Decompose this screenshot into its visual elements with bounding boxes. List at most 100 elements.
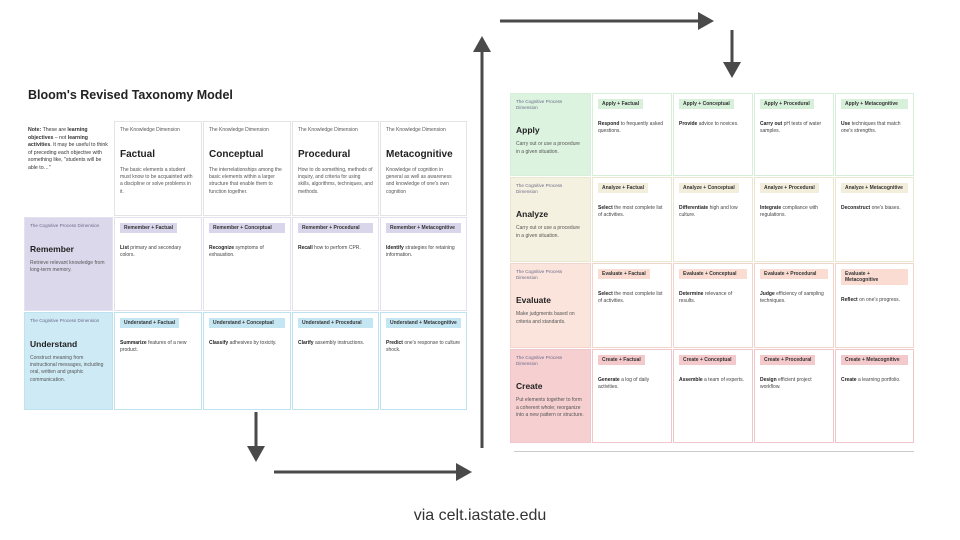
objective-tag: Analyze + Metacognitive	[841, 183, 908, 193]
cognitive-description: Carry out or use a procedure in a given …	[516, 225, 580, 239]
objective-rest: techniques that match one's strengths.	[841, 121, 901, 135]
objective-verb: Provide	[679, 121, 698, 127]
objective-rest: the most complete list of activities.	[598, 291, 663, 305]
objective-verb: Select	[598, 205, 613, 211]
objective-rest: to frequently asked questions.	[598, 121, 664, 135]
objective-tag: Create + Factual	[598, 355, 645, 365]
knowledge-title: Procedural	[298, 149, 351, 161]
objective-tag: Remember + Factual	[120, 223, 178, 233]
objective-tag: Evaluate + Metacognitive	[841, 269, 908, 285]
note-fragment: These are	[41, 127, 68, 133]
objective-rest: strategies for retaining information.	[386, 245, 455, 259]
objective-verb: Design	[760, 377, 777, 383]
arrow-down-left-head	[247, 446, 265, 462]
objective-verb: List	[120, 245, 129, 251]
objective-verb: Carry out	[760, 121, 783, 127]
objective-example: Judge efficiency of sampling techniques.	[760, 291, 828, 306]
objective-rest: compliance with regulations.	[760, 205, 819, 219]
objective-tag: Apply + Factual	[598, 99, 644, 109]
objective-example: Create a learning portfolio.	[841, 377, 908, 384]
objective-verb: Integrate	[760, 205, 782, 211]
objective-tag: Remember + Conceptual	[209, 223, 285, 233]
objective-rest: relevance of results.	[679, 291, 733, 305]
objective-verb: Predict	[386, 340, 403, 346]
knowledge-dimension-label: The Knowledge Dimension	[209, 127, 269, 133]
objective-tag: Create + Procedural	[760, 355, 816, 365]
objective-rest: high and low culture.	[679, 205, 738, 219]
arrow-down-right-head	[723, 62, 741, 78]
knowledge-title: Factual	[120, 149, 156, 161]
objective-example: Clarify assembly instructions.	[298, 340, 373, 347]
knowledge-description: How to do something, methods of inquiry,…	[298, 166, 373, 195]
arrow-up-head	[473, 36, 491, 52]
objective-example: Recognize symptoms of exhaustion.	[209, 245, 285, 260]
cognitive-process-label: The Cognitive Process Dimension	[516, 99, 563, 110]
note-fragment: Note:	[28, 127, 42, 133]
cognitive-description: Make judgments based on criteria and sta…	[516, 311, 575, 325]
objective-rest: symptoms of exhaustion.	[209, 245, 264, 259]
cognitive-title: Evaluate	[516, 295, 551, 305]
objective-tag: Understand + Conceptual	[209, 318, 285, 328]
cognitive-process-label: The Cognitive Process Dimension	[30, 318, 100, 323]
cognitive-description: Retrieve relevant knowledge from long-te…	[30, 259, 105, 274]
objective-example: Reflect on one's progress.	[841, 297, 908, 304]
knowledge-title: Metacognitive	[386, 149, 453, 161]
knowledge-dimension-label: The Knowledge Dimension	[386, 127, 446, 133]
objective-verb: Recognize	[209, 245, 235, 251]
objective-example: Generate a log of daily activities.	[598, 377, 666, 392]
objective-example: Classify adhesives by toxicity.	[209, 340, 285, 347]
objective-rest: primary and secondary colors.	[120, 245, 182, 259]
objective-tag: Analyze + Procedural	[760, 183, 819, 193]
objective-tag: Apply + Procedural	[760, 99, 814, 109]
knowledge-description: The basic elements a student must know t…	[120, 166, 193, 195]
note-fragment: learning objectives	[28, 127, 88, 141]
divider-line	[514, 451, 914, 452]
note-text: Note: These are learning objectives – no…	[24, 121, 113, 216]
objective-rest: on one's progress.	[857, 297, 901, 303]
cognitive-process-label: The Cognitive Process Dimension	[516, 183, 563, 194]
objective-verb: Determine	[679, 291, 704, 297]
cognitive-description: Carry out or use a procedure in a given …	[516, 141, 580, 155]
objective-rest: a team of experts.	[702, 377, 745, 383]
cognitive-process-label: The Cognitive Process Dimension	[516, 269, 563, 280]
knowledge-description: Knowledge of cognition in general as wel…	[386, 166, 452, 195]
diagram-title: Bloom's Revised Taxonomy Model	[28, 88, 233, 102]
objective-rest: adhesives by toxicity.	[228, 340, 277, 346]
objective-tag: Remember + Procedural	[298, 223, 373, 233]
objective-example: Integrate compliance with regulations.	[760, 205, 828, 220]
objective-example: Provide advice to novices.	[679, 121, 747, 128]
note-fragment: – not	[53, 134, 68, 141]
objective-tag: Analyze + Factual	[598, 183, 649, 193]
objective-rest: efficient project workflow.	[760, 377, 812, 391]
objective-verb: Create	[841, 377, 857, 383]
cognitive-process-label: The Cognitive Process Dimension	[516, 355, 563, 366]
objective-tag: Apply + Conceptual	[679, 99, 734, 109]
objective-example: Predict one's response to culture shock.	[386, 340, 461, 355]
left-taxonomy-grid: Note: These are learning objectives – no…	[24, 121, 468, 411]
objective-example: Design efficient project workflow.	[760, 377, 828, 392]
objective-rest: one's response to culture shock.	[386, 340, 461, 354]
objective-verb: Reflect	[841, 297, 858, 303]
note-fragment: . It may be useful to think of preceding…	[28, 142, 108, 171]
knowledge-dimension-label: The Knowledge Dimension	[298, 127, 358, 133]
objective-rest: efficiency of sampling techniques.	[760, 291, 824, 305]
